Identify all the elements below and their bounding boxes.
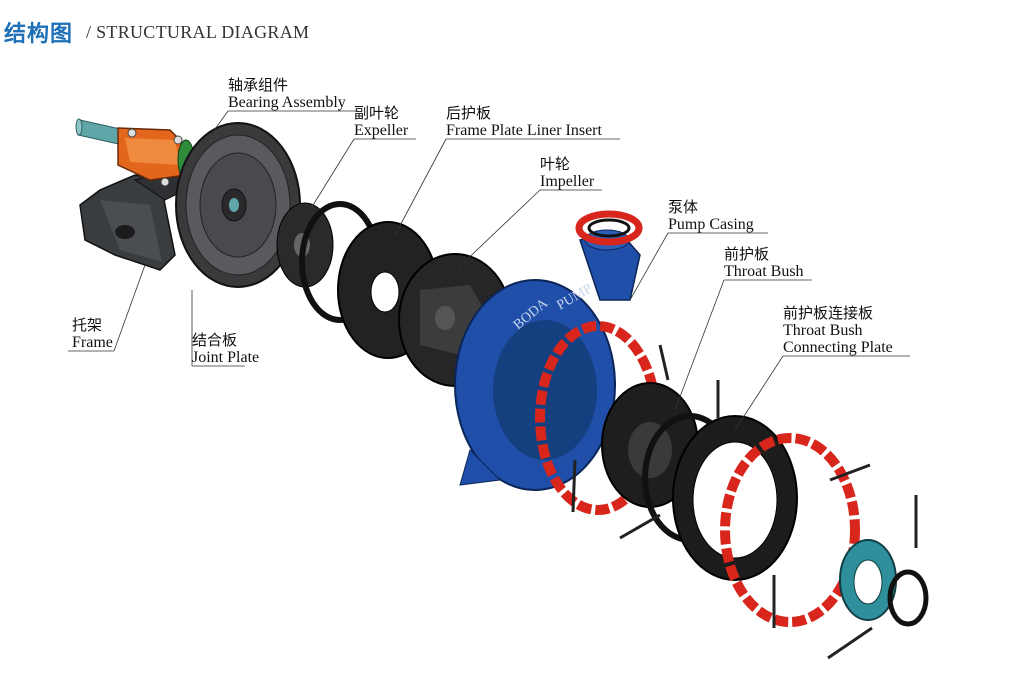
label-frame-plate-liner-insert-cn: 后护板 — [446, 104, 492, 122]
label-frame-cn: 托架 — [72, 316, 103, 334]
joint-plate-part — [175, 122, 301, 288]
leader-lines — [68, 110, 910, 431]
label-impeller-cn: 叶轮 — [540, 155, 571, 173]
frame-part — [79, 159, 216, 271]
label-throat-bush: 前护板 Throat Bush — [724, 245, 804, 281]
o-ring-3 — [887, 569, 929, 627]
label-frame-en: Frame — [72, 334, 113, 351]
label-expeller-cn: 副叶轮 — [354, 104, 400, 122]
label-connecting-plate-en1: Throat Bush — [783, 322, 863, 339]
front-clamp-ring-part — [720, 433, 860, 627]
inlet-flange-part — [839, 539, 897, 621]
label-connecting-plate-cn: 前护板连接板 — [783, 304, 874, 322]
throat-bush-connecting-plate-part — [672, 415, 798, 581]
label-expeller: 副叶轮 Expeller — [354, 104, 409, 140]
label-expeller-en: Expeller — [354, 122, 409, 139]
label-bearing-assembly-en: Bearing Assembly — [228, 94, 346, 111]
label-connecting-plate-en2: Connecting Plate — [783, 339, 893, 356]
outlet-clamp-part — [575, 210, 643, 246]
label-frame-plate-liner-insert-en: Frame Plate Liner Insert — [446, 122, 602, 139]
label-frame: 托架 Frame — [72, 316, 113, 352]
page-title-en: / STRUCTURAL DIAGRAM — [86, 22, 310, 42]
label-throat-bush-cn: 前护板 — [724, 245, 770, 263]
label-pump-casing-en: Pump Casing — [668, 216, 754, 233]
label-bearing-assembly: 轴承组件 Bearing Assembly — [228, 76, 346, 112]
label-joint-plate-en: Joint Plate — [192, 349, 260, 366]
label-impeller-en: Impeller — [540, 173, 595, 190]
label-throat-bush-en: Throat Bush — [724, 263, 804, 280]
label-throat-bush-connecting-plate: 前护板连接板 Throat Bush Connecting Plate — [783, 304, 893, 357]
bearing-assembly-part — [117, 127, 195, 187]
label-joint-plate: 结合板 Joint Plate — [192, 331, 260, 367]
label-bearing-assembly-cn: 轴承组件 — [228, 76, 289, 94]
page-title-cn: 结构图 — [4, 22, 74, 47]
label-impeller: 叶轮 Impeller — [540, 155, 595, 191]
label-pump-casing-cn: 泵体 — [668, 198, 699, 216]
label-joint-plate-cn: 结合板 — [192, 331, 238, 349]
bolts — [571, 344, 918, 660]
label-frame-plate-liner-insert: 后护板 Frame Plate Liner Insert — [446, 104, 602, 140]
label-pump-casing: 泵体 Pump Casing — [668, 198, 754, 234]
